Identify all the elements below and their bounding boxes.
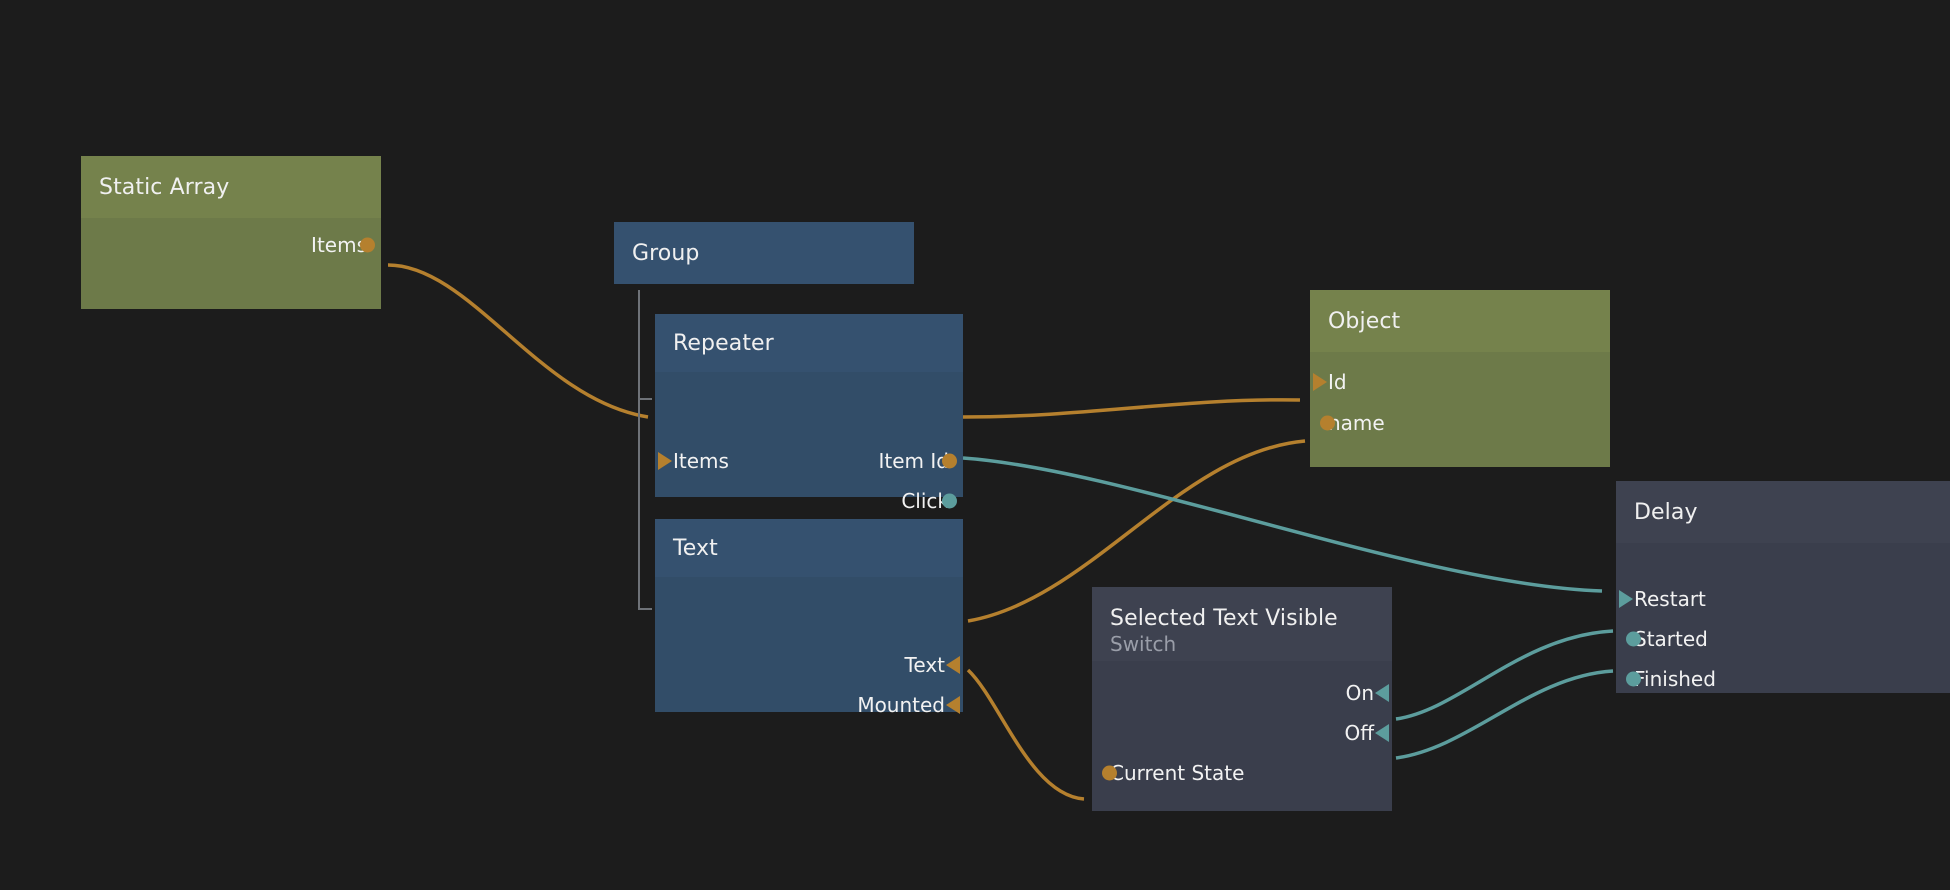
port-switch-on-label: On [1345, 681, 1374, 705]
group-rail [638, 290, 640, 610]
node-group-header[interactable]: Group [614, 222, 914, 284]
port-switch-current-state-out[interactable]: Current State [1102, 759, 1245, 787]
port-repeater-click-out[interactable]: Click [901, 487, 957, 515]
node-text-body: Text Mounted [655, 577, 963, 717]
port-text-mounted-label: Mounted [857, 693, 945, 717]
node-text[interactable]: Text Text Mounted [655, 519, 963, 717]
edge-delay-finished-to-switch-off [1395, 669, 1614, 760]
group-tick-text [638, 608, 652, 610]
node-delay-body: Restart Started Finished [1616, 543, 1950, 693]
group-tick-repeater [638, 398, 652, 400]
port-arrow-teal[interactable] [1375, 724, 1389, 742]
port-delay-started-label: Started [1634, 627, 1708, 651]
port-arrow-teal[interactable] [1619, 590, 1633, 608]
node-repeater-body: Items Item Id Click [655, 372, 963, 513]
node-object-body: Id name [1310, 352, 1610, 467]
port-repeater-item-id-out[interactable]: Item Id [878, 447, 957, 475]
node-selected-text-visible[interactable]: Selected Text Visible Switch On Off Curr… [1092, 587, 1392, 811]
node-object-title: Object [1328, 308, 1401, 334]
port-repeater-item-id-label: Item Id [878, 449, 949, 473]
port-delay-finished-label: Finished [1634, 667, 1716, 691]
node-text-title: Text [673, 535, 718, 561]
node-delay[interactable]: Delay Restart Started Finished [1616, 481, 1950, 693]
node-object[interactable]: Object Id name [1310, 290, 1610, 467]
node-text-header[interactable]: Text [655, 519, 963, 577]
port-repeater-items-in[interactable]: Items [658, 447, 729, 475]
node-static-array-header[interactable]: Static Array [81, 156, 381, 218]
node-selected-text-visible-body: On Off Current State [1092, 661, 1392, 811]
port-delay-finished-out[interactable]: Finished [1626, 665, 1716, 693]
edge-repeater-item-id-to-object-id [962, 398, 1301, 419]
node-delay-title: Delay [1634, 499, 1698, 525]
edge-repeater-click-to-delay-restart [962, 456, 1603, 593]
port-repeater-click-label: Click [901, 489, 949, 513]
port-text-text-in[interactable]: Text [904, 651, 960, 679]
edge-static-array-items-to-repeater-items [387, 263, 649, 419]
port-arrow-orange[interactable] [946, 696, 960, 714]
port-delay-restart-in[interactable]: Restart [1619, 585, 1706, 613]
node-group[interactable]: Group [614, 222, 914, 284]
port-dot-teal[interactable] [1626, 631, 1641, 647]
node-static-array-title: Static Array [99, 174, 230, 200]
node-selected-text-visible-subtitle: Switch [1110, 632, 1177, 656]
port-object-name-label: name [1328, 411, 1385, 435]
node-object-header[interactable]: Object [1310, 290, 1610, 352]
node-static-array-body: Items [81, 218, 381, 309]
port-arrow-orange[interactable] [658, 452, 672, 470]
edge-delay-started-to-switch-on [1395, 629, 1614, 721]
port-object-name-out[interactable]: name [1320, 409, 1385, 437]
node-static-array[interactable]: Static Array Items [81, 156, 381, 309]
port-switch-on-in[interactable]: On [1345, 679, 1389, 707]
port-arrow-orange[interactable] [1313, 373, 1327, 391]
port-text-mounted-in[interactable]: Mounted [857, 691, 960, 719]
port-dot-teal[interactable] [1626, 671, 1641, 687]
node-selected-text-visible-header[interactable]: Selected Text Visible Switch [1092, 587, 1392, 661]
port-delay-started-out[interactable]: Started [1626, 625, 1708, 653]
port-switch-off-in[interactable]: Off [1344, 719, 1389, 747]
node-repeater-title: Repeater [673, 330, 774, 356]
port-object-id-label: Id [1328, 370, 1347, 394]
port-static-array-items-label: Items [311, 233, 367, 257]
node-delay-header[interactable]: Delay [1616, 481, 1950, 543]
port-arrow-orange[interactable] [946, 656, 960, 674]
port-dot-orange[interactable] [1320, 415, 1335, 431]
port-repeater-items-label: Items [673, 449, 729, 473]
port-arrow-teal[interactable] [1375, 684, 1389, 702]
port-dot-orange[interactable] [1102, 765, 1117, 781]
node-selected-text-visible-title: Selected Text Visible [1110, 606, 1338, 631]
port-text-text-label: Text [904, 653, 945, 677]
port-switch-off-label: Off [1344, 721, 1374, 745]
port-dot-orange[interactable] [942, 453, 957, 469]
port-delay-restart-label: Restart [1634, 587, 1706, 611]
port-object-id-in[interactable]: Id [1313, 368, 1347, 396]
port-dot-orange[interactable] [360, 237, 375, 253]
port-static-array-items-out[interactable]: Items [311, 231, 375, 259]
edge-switch-current-state-to-text-mounted [966, 668, 1085, 801]
node-group-title: Group [632, 240, 700, 266]
port-dot-teal[interactable] [942, 493, 957, 509]
port-switch-current-state-label: Current State [1110, 761, 1245, 785]
node-repeater[interactable]: Repeater Items Item Id Click [655, 314, 963, 513]
node-repeater-header[interactable]: Repeater [655, 314, 963, 372]
